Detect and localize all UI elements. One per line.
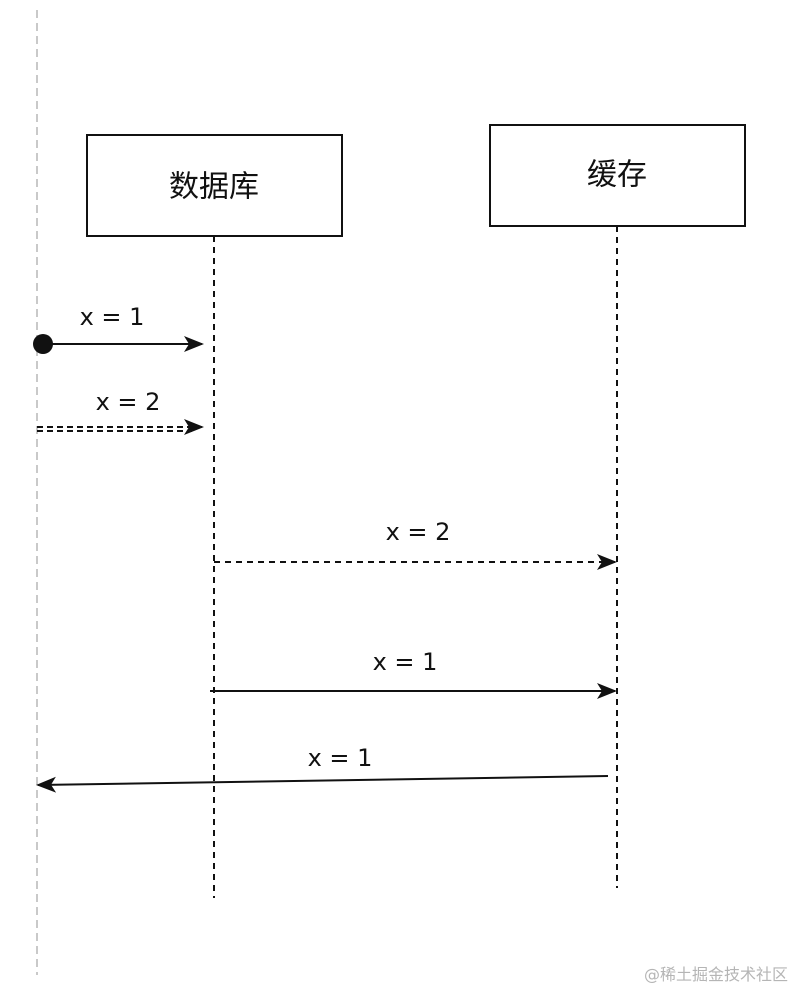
message-3-label: x = 2 <box>386 518 451 546</box>
cache-box <box>489 124 746 227</box>
cache-participant: 缓存 <box>489 124 746 227</box>
message-4-label: x = 1 <box>373 648 438 676</box>
watermark-text: @稀土掘金技术社区 <box>643 965 788 984</box>
cache-label: 缓存 <box>587 158 647 193</box>
message-5-label: x = 1 <box>308 744 373 772</box>
message-2-label: x = 2 <box>96 388 161 416</box>
message-5-arrow <box>36 775 609 793</box>
database-box <box>86 134 343 237</box>
database-participant: 数据库 <box>86 134 343 237</box>
database-label: 数据库 <box>169 170 259 205</box>
message-1-label: x = 1 <box>80 303 145 331</box>
